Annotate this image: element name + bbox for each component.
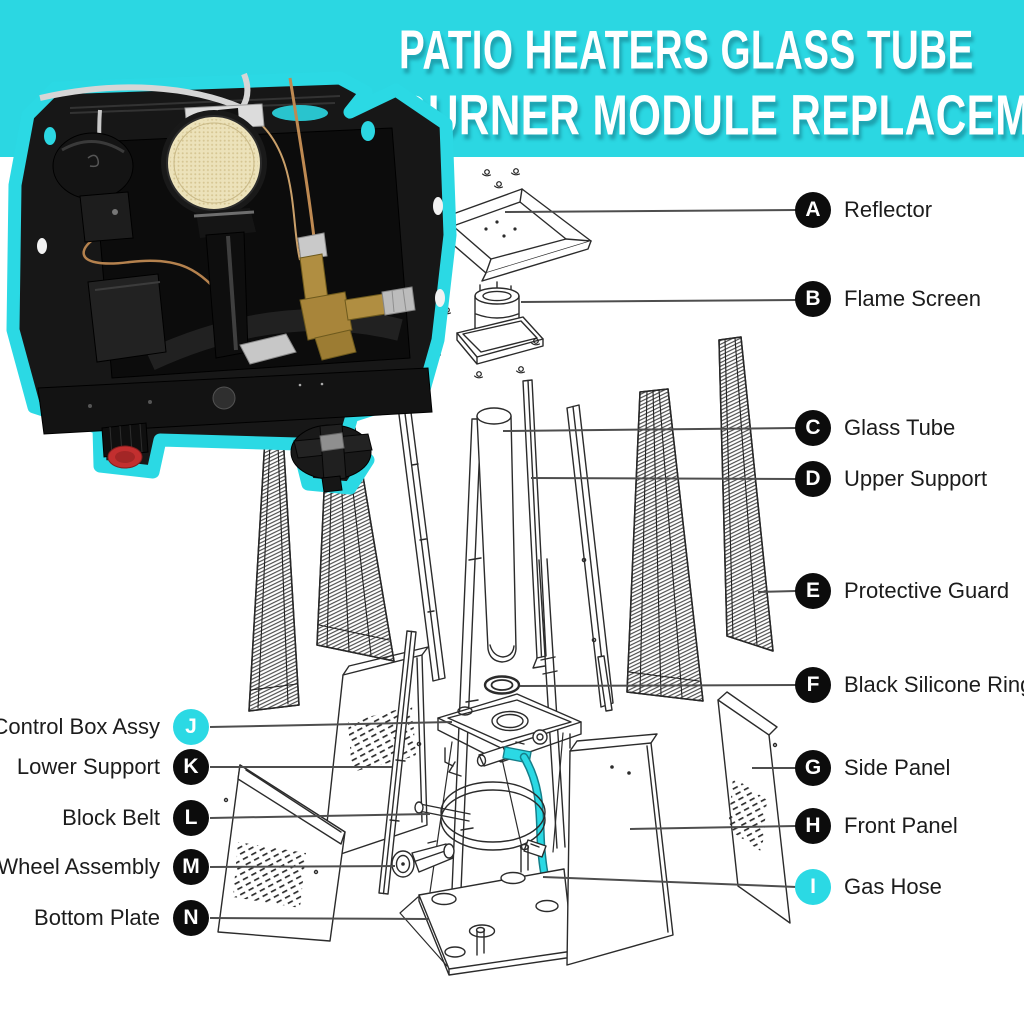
part-lower-support xyxy=(378,630,417,895)
brass-valve xyxy=(297,232,416,361)
callout-label-block-belt: Block Belt xyxy=(62,805,160,830)
callout-label-lower-support: Lower Support xyxy=(16,754,160,779)
callout-badge-b: B xyxy=(795,281,831,317)
callout-lower-support: Lower Support K xyxy=(17,749,209,785)
callout-label-control-box-assy: Control Box Assy xyxy=(0,714,160,739)
igniter-red-knob xyxy=(101,422,149,469)
callout-badge-l: L xyxy=(173,800,209,836)
battery-box xyxy=(87,273,167,363)
callout-label-gas-hose: Gas Hose xyxy=(844,874,942,899)
callout-badge-k: K xyxy=(173,749,209,785)
callout-control-box-assy: Control Box Assy J xyxy=(0,709,209,745)
callout-label-wheel-assembly: Wheel Assembly xyxy=(0,854,160,879)
part-control-box-assy xyxy=(437,693,582,777)
callout-badge-d: D xyxy=(795,461,831,497)
leader-lines xyxy=(209,209,798,920)
part-glass-tube xyxy=(476,407,517,663)
callout-bottom-plate: Bottom Plate N xyxy=(34,900,209,936)
callout-badge-e: E xyxy=(795,573,831,609)
part-upper-supports xyxy=(395,379,614,962)
callout-badge-c: C xyxy=(795,410,831,446)
callout-label-side-panel: Side Panel xyxy=(844,755,951,780)
callout-block-belt: Block Belt L xyxy=(62,800,209,836)
callout-gas-hose: I Gas Hose xyxy=(795,869,942,905)
callout-label-glass-tube: Glass Tube xyxy=(844,415,956,440)
part-flame-screen xyxy=(413,281,544,379)
callout-label-front-panel: Front Panel xyxy=(844,813,958,838)
title-line-1: PATIO HEATERS GLASS TUBE xyxy=(399,19,974,81)
hand-wheel-knob xyxy=(290,423,373,493)
callout-flame-screen: B Flame Screen xyxy=(795,281,981,317)
callout-protective-guard: E Protective Guard xyxy=(795,573,1009,609)
callout-wheel-assembly: Wheel Assembly M xyxy=(0,849,209,885)
callout-label-flame-screen: Flame Screen xyxy=(844,286,981,311)
part-wheel-assembly xyxy=(391,840,455,878)
callout-label-bottom-plate: Bottom Plate xyxy=(34,905,160,930)
chrome-elbow xyxy=(239,333,297,365)
callout-badge-g: G xyxy=(795,750,831,786)
callout-upper-support: D Upper Support xyxy=(795,461,987,497)
title-line-2: BURNER MODULE REPLACEMENT xyxy=(397,85,1024,148)
callout-glass-tube: C Glass Tube xyxy=(795,410,955,446)
callout-badge-j: J xyxy=(173,709,209,745)
callout-badge-h: H xyxy=(795,808,831,844)
callout-badge-f: F xyxy=(795,667,831,703)
part-block-belt xyxy=(414,781,547,858)
screw-icons-top xyxy=(481,167,521,189)
callout-reflector: A Reflector xyxy=(795,192,932,228)
callout-label-protective-guard: Protective Guard xyxy=(844,578,1010,603)
callout-badge-m: M xyxy=(173,849,209,885)
callout-label-reflector: Reflector xyxy=(844,197,933,222)
callout-badge-n: N xyxy=(173,900,209,936)
part-side-panel-lower-left xyxy=(217,764,346,942)
callout-front-panel: H Front Panel xyxy=(795,808,958,844)
part-protective-guards xyxy=(248,336,774,712)
control-box-photo xyxy=(6,71,457,495)
part-side-panel-right xyxy=(717,691,791,924)
part-bottom-plate xyxy=(418,843,574,976)
callout-badge-i: I xyxy=(795,869,831,905)
callout-label-silicone-ring: Black Silicone Ring xyxy=(844,672,1024,697)
callout-silicone-ring: F Black Silicone Ring xyxy=(795,667,1024,703)
callout-side-panel: G Side Panel xyxy=(795,750,950,786)
callout-badge-a: A xyxy=(795,192,831,228)
callout-label-upper-support: Upper Support xyxy=(844,466,988,491)
part-silicone-ring xyxy=(483,675,521,695)
part-front-panel xyxy=(566,733,674,966)
